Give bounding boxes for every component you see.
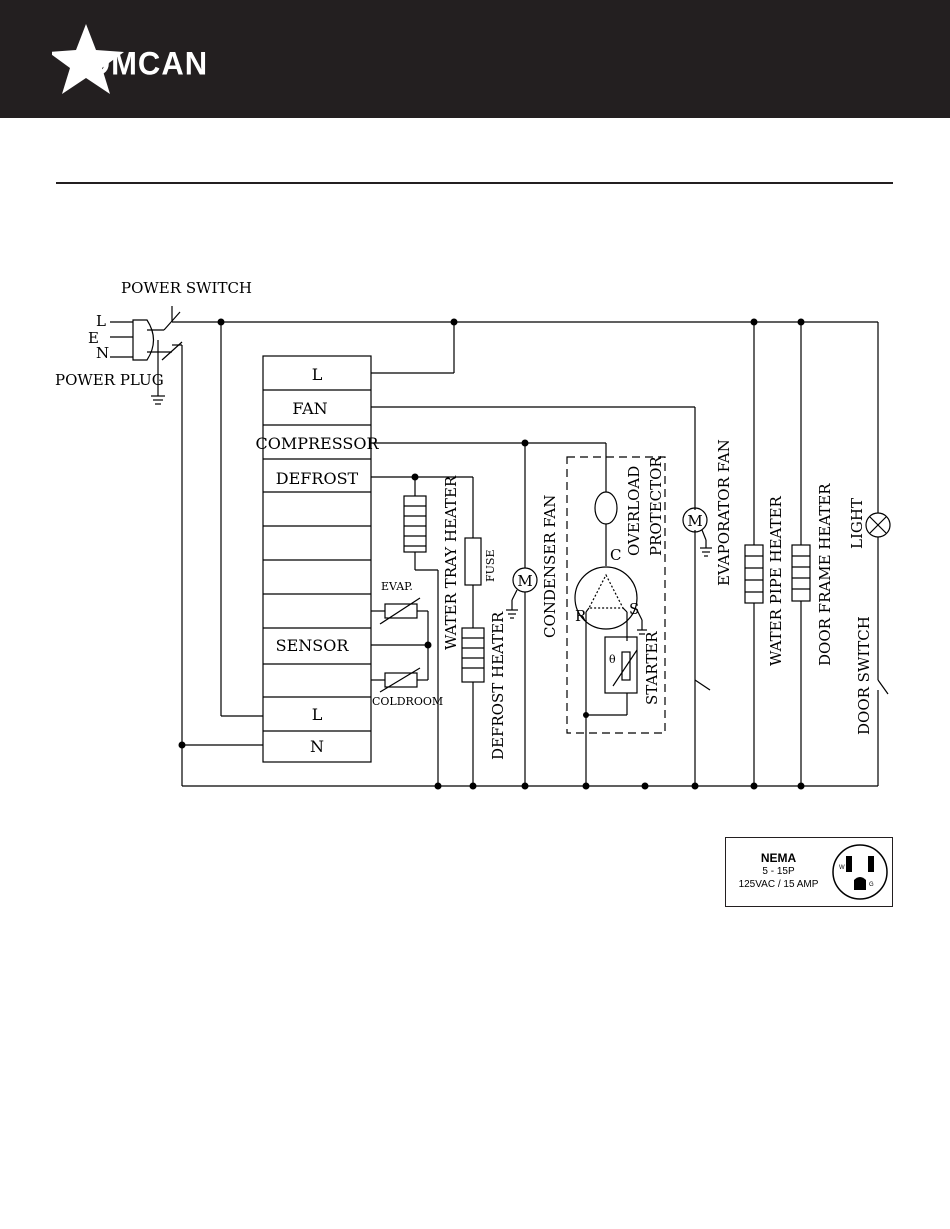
light-label: LIGHT	[848, 498, 866, 549]
condenser-motor-symbol: M	[517, 572, 532, 590]
evaporator-motor-symbol: M	[687, 512, 702, 530]
protector-label: PROTECTOR	[647, 456, 665, 556]
evaporator-fan-label: EVAPORATOR FAN	[715, 439, 733, 586]
nema-pin-w: W	[839, 865, 845, 871]
nema-plug-icon: W G	[830, 842, 890, 902]
nema-model: 5 - 15P	[726, 866, 831, 877]
starter-label: STARTER	[643, 631, 661, 705]
door-frame-heater-label: DOOR FRAME HEATER	[816, 483, 834, 666]
door-switch-label: DOOR SWITCH	[855, 616, 873, 735]
coldroom-sensor-label: COLDROOM	[372, 695, 443, 708]
nema-title: NEMA	[726, 851, 831, 865]
terminal-n: N	[310, 737, 324, 756]
terminal-sensor: SENSOR	[276, 636, 350, 655]
starter-theta-symbol: θ	[609, 653, 616, 666]
compressor-terminal-c: C	[610, 546, 621, 564]
fuse-label: FUSE	[484, 550, 497, 582]
nema-pin-g: G	[869, 882, 874, 888]
terminal-compressor: COMPRESSOR	[255, 434, 379, 453]
power-switch-label: POWER SWITCH	[121, 279, 252, 297]
compressor-terminal-s: S	[629, 600, 639, 618]
terminal-fan: FAN	[292, 399, 327, 418]
water-tray-heater-label: WATER TRAY HEATER	[442, 475, 460, 650]
evap-sensor-label: EVAP.	[381, 580, 413, 593]
terminal-l-bottom: L	[312, 705, 323, 724]
terminal-defrost: DEFROST	[276, 469, 359, 488]
condenser-fan-label: CONDENSER FAN	[541, 495, 559, 638]
power-plug-label: POWER PLUG	[55, 371, 164, 389]
nema-plug-spec: NEMA 5 - 15P 125VAC / 15 AMP W G	[725, 837, 893, 907]
plug-pin-n-label: N	[96, 344, 109, 362]
terminal-l-top: L	[312, 365, 323, 384]
compressor-terminal-r: R	[575, 607, 587, 625]
water-pipe-heater-label: WATER PIPE HEATER	[767, 495, 785, 666]
overload-label: OVERLOAD	[625, 466, 643, 556]
defrost-heater-label: DEFROST HEATER	[489, 611, 507, 760]
nema-rating: 125VAC / 15 AMP	[726, 879, 831, 890]
plug-pin-l-label: L	[96, 312, 106, 330]
